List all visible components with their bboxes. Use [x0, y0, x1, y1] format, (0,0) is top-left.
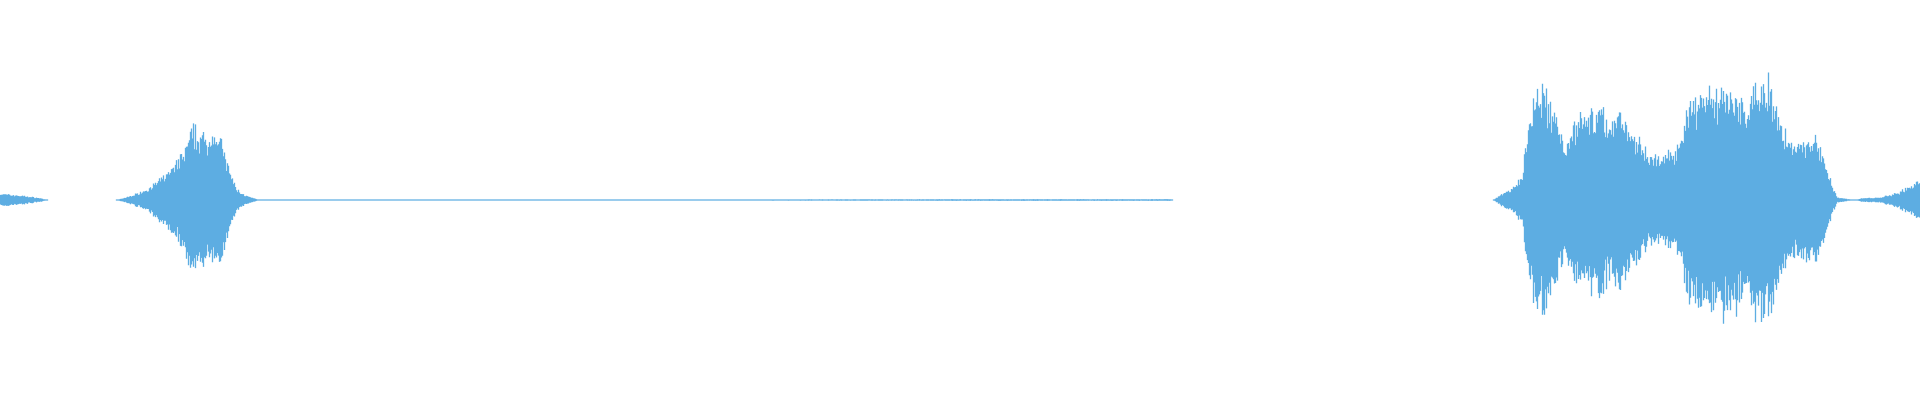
waveform-path	[0, 72, 1920, 324]
